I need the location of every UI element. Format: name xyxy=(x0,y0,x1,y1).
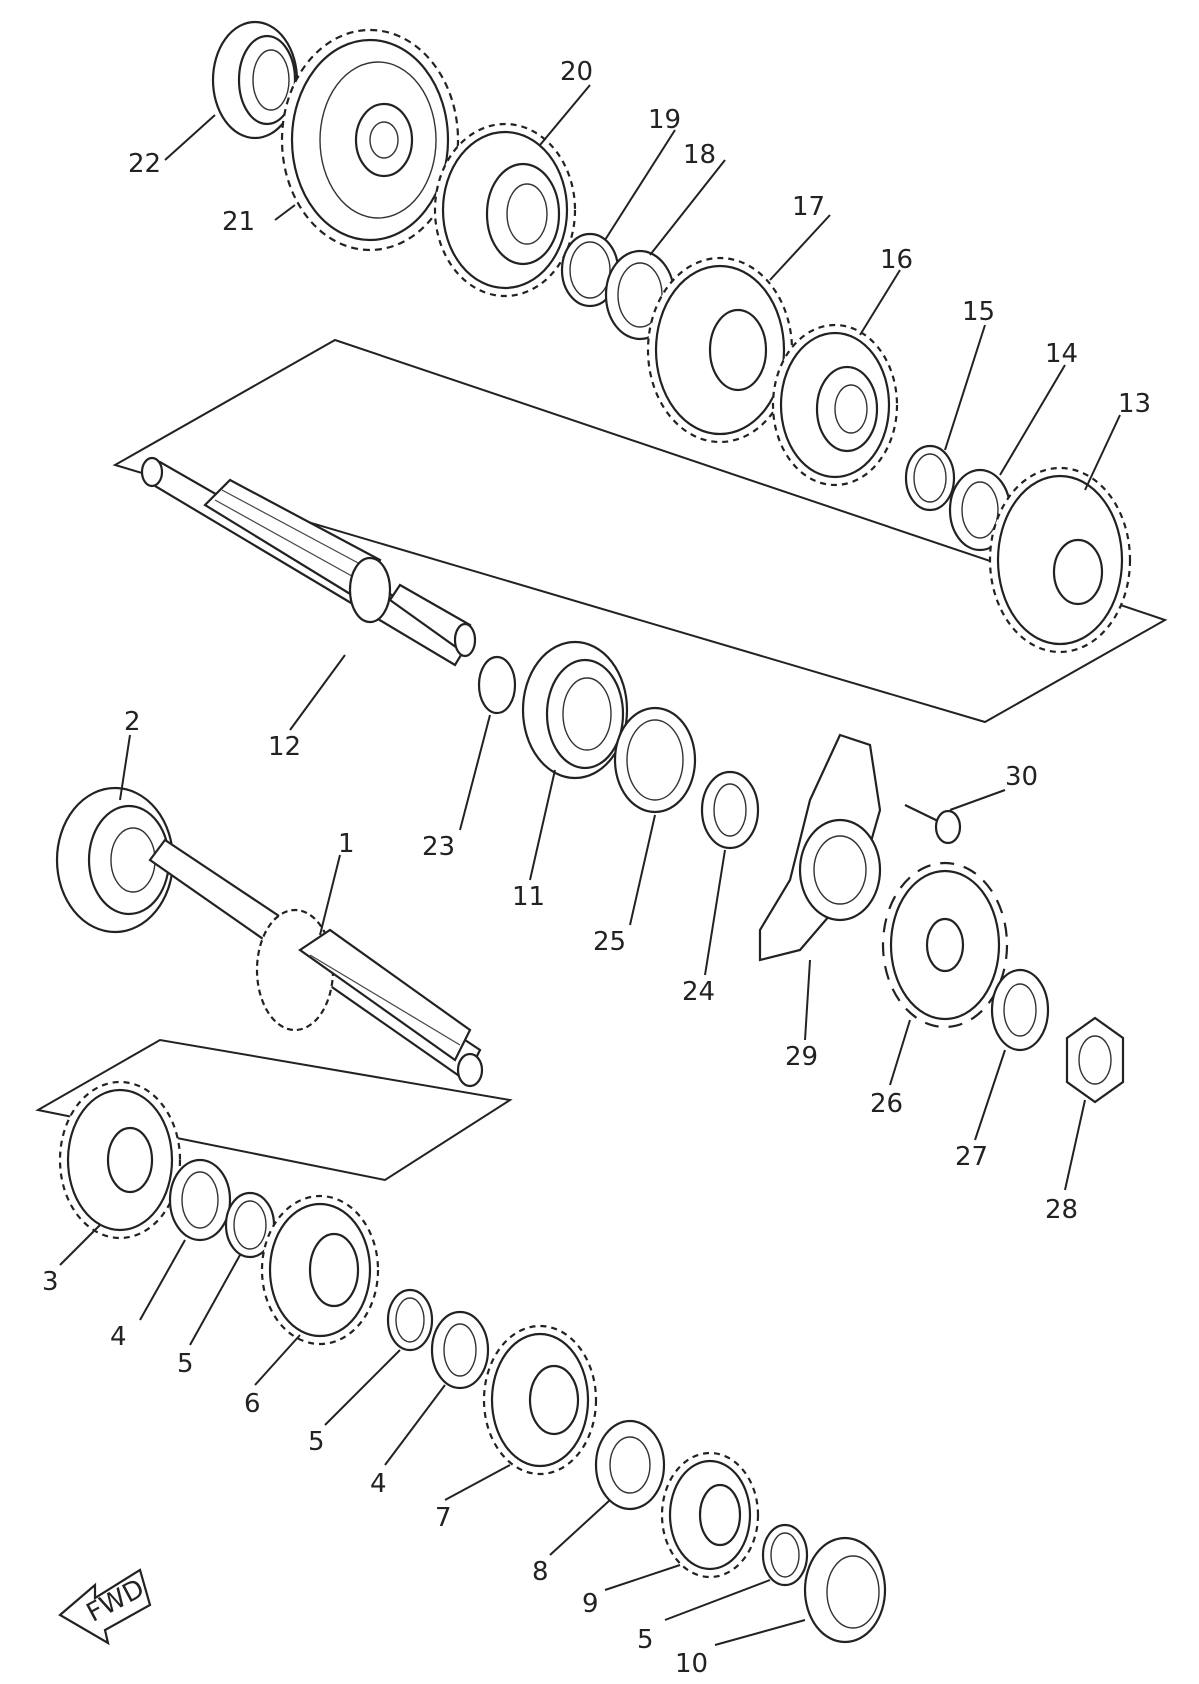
part-labels: 1 2 3 4 5 6 5 4 7 8 9 5 10 11 12 13 14 1… xyxy=(42,57,1151,1679)
label-10: 10 xyxy=(675,1649,708,1679)
label-28: 28 xyxy=(1045,1195,1078,1225)
label-4: 4 xyxy=(370,1469,387,1499)
leader-lines xyxy=(59,84,1121,1646)
lock-washer-27 xyxy=(990,968,1050,1052)
circlip-5b xyxy=(386,1288,434,1352)
circlip-5c xyxy=(761,1523,809,1587)
label-19: 19 xyxy=(648,105,681,135)
fwd-arrow-icon: FWD xyxy=(58,1568,152,1646)
label-27: 27 xyxy=(955,1142,988,1172)
washer-4a xyxy=(168,1158,232,1242)
label-2: 2 xyxy=(124,707,141,737)
gear-6 xyxy=(260,1194,380,1346)
gear-16 xyxy=(771,323,899,487)
label-17: 17 xyxy=(792,192,825,222)
label-12: 12 xyxy=(268,732,301,762)
plate-29 xyxy=(758,733,882,962)
gear-3 xyxy=(58,1080,182,1240)
label-5: 5 xyxy=(637,1625,654,1655)
label-25: 25 xyxy=(593,927,626,957)
label-29: 29 xyxy=(785,1042,818,1072)
bearing-22 xyxy=(211,20,299,140)
bearing-10 xyxy=(803,1536,887,1644)
circlip-15 xyxy=(904,444,956,512)
label-18: 18 xyxy=(683,140,716,170)
label-21: 21 xyxy=(222,207,255,237)
gear-21 xyxy=(280,28,460,252)
label-16: 16 xyxy=(880,245,913,275)
main-axle-12 xyxy=(140,456,477,667)
label-8: 8 xyxy=(532,1557,549,1587)
bearing-11 xyxy=(521,640,629,780)
label-15: 15 xyxy=(962,297,995,327)
label-9: 9 xyxy=(582,1589,599,1619)
bolt-30 xyxy=(904,804,962,845)
oil-seal-25 xyxy=(613,706,697,814)
label-13: 13 xyxy=(1118,389,1151,419)
sprocket-26 xyxy=(881,861,1009,1029)
oring-23 xyxy=(477,655,517,715)
label-6: 6 xyxy=(244,1389,261,1419)
label-3: 3 xyxy=(42,1267,59,1297)
label-7: 7 xyxy=(435,1503,452,1533)
collar-24 xyxy=(700,770,760,850)
label-20: 20 xyxy=(560,57,593,87)
label-14: 14 xyxy=(1045,339,1078,369)
label-4: 4 xyxy=(110,1322,127,1352)
washer-4b xyxy=(430,1310,490,1390)
gear-7 xyxy=(482,1324,598,1476)
label-23: 23 xyxy=(422,832,455,862)
gear-20 xyxy=(433,122,577,298)
gear-13 xyxy=(988,466,1132,654)
gear-17 xyxy=(646,256,794,444)
nut-28 xyxy=(1065,1016,1125,1104)
label-24: 24 xyxy=(682,977,715,1007)
label-22: 22 xyxy=(128,149,161,179)
label-11: 11 xyxy=(512,882,545,912)
label-5: 5 xyxy=(308,1427,325,1457)
label-1: 1 xyxy=(338,829,355,859)
main-axle-group-outline xyxy=(112,338,1168,724)
drive-axle-1 xyxy=(148,838,484,1088)
bearing-2 xyxy=(55,786,175,934)
label-26: 26 xyxy=(870,1089,903,1119)
label-30: 30 xyxy=(1005,762,1038,792)
label-5: 5 xyxy=(177,1349,194,1379)
collar-8 xyxy=(594,1419,666,1511)
drive-axle-group-outline xyxy=(35,1038,513,1182)
gear-9 xyxy=(660,1451,760,1579)
